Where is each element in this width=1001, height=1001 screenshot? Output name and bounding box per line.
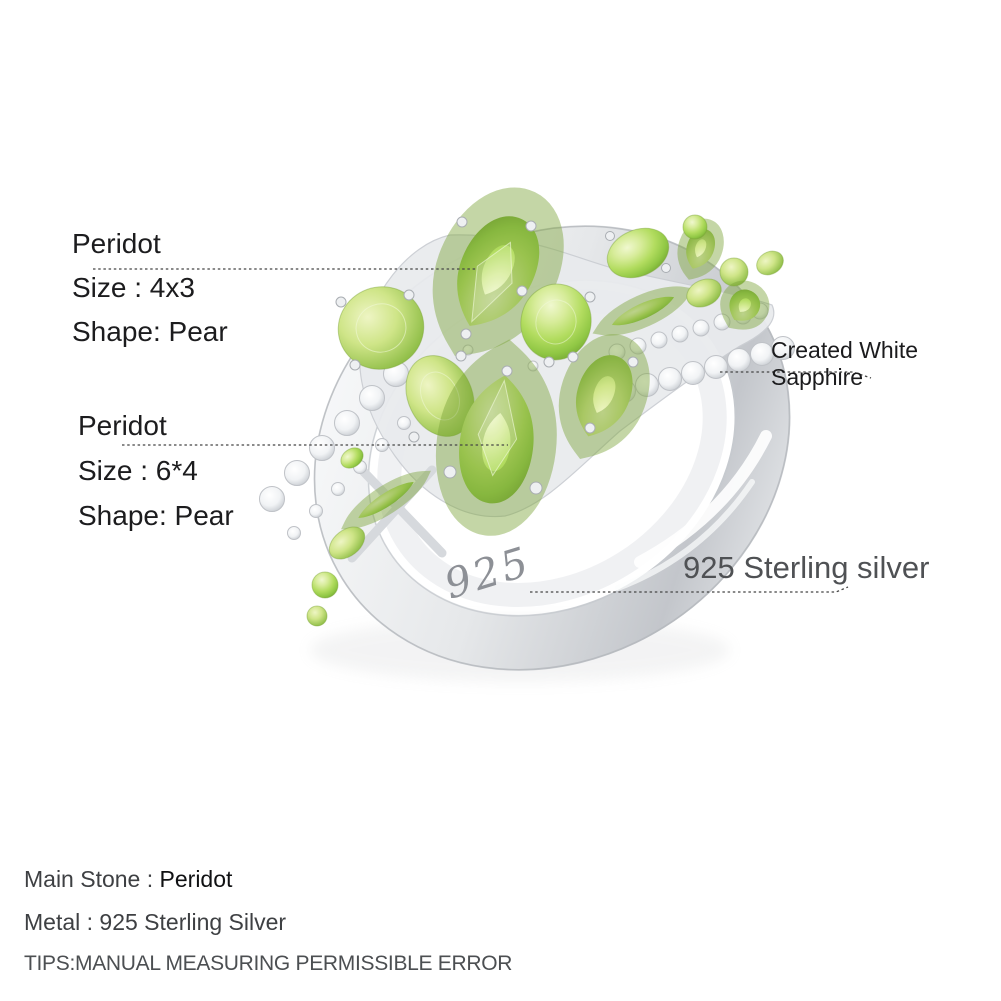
- label-stone2: Peridot Size : 6*4 Shape: Pear: [78, 403, 234, 538]
- footer-tips: TIPS:MANUAL MEASURING PERMISSIBLE ERROR: [24, 952, 513, 975]
- band-highlight: [615, 479, 755, 591]
- peridot-stone: [720, 280, 770, 330]
- stone1-name: Peridot: [72, 228, 161, 259]
- stone1-shape: Shape: Pear: [72, 316, 228, 347]
- peridot-cluster: [306, 187, 784, 627]
- stone2-name: Peridot: [78, 410, 167, 441]
- peridot-stone: [686, 278, 722, 308]
- white-sapphire-row-right-lower: [589, 336, 795, 409]
- footer-main-stone-value: Peridot: [159, 866, 233, 892]
- peridot-stone: [592, 286, 694, 336]
- footer-metal: Metal : 925 Sterling Silver: [24, 909, 287, 935]
- stone2-size: Size : 6*4: [78, 455, 198, 486]
- band-highlight: [634, 430, 772, 568]
- stone1-size: Size : 4x3: [72, 272, 195, 303]
- peridot-stone: [677, 218, 724, 280]
- peridot-stone: [682, 214, 708, 240]
- peridot-stone: [719, 257, 749, 287]
- peridot-stone: [328, 526, 366, 560]
- white-sapphire-pave: [259, 302, 795, 540]
- peridot-stone: [756, 250, 784, 276]
- peridot-stone: [306, 605, 328, 627]
- peridot-stone: [340, 447, 364, 469]
- label-created-white-sapphire: Created White Sapphire: [771, 337, 919, 390]
- peridot-stone: [337, 286, 425, 370]
- peridot-stone: [435, 371, 557, 536]
- peridot-stone: [405, 355, 475, 437]
- leader-line-white-sapphire: [720, 371, 872, 379]
- leader-lines: [93, 268, 872, 593]
- label-sterling-silver: 925 Sterling silver: [683, 550, 930, 585]
- footer-main-stone-label: Main Stone :: [24, 866, 160, 892]
- white-sapphire-accent: [462, 344, 474, 356]
- peridot-stone: [520, 283, 592, 361]
- white-sapphire-row-left-outer: [259, 361, 409, 512]
- label-stone1: Peridot Size : 4x3 Shape: Pear: [72, 222, 228, 354]
- peridot-stone: [558, 334, 650, 459]
- footer-main-stone: Main Stone : Peridot: [24, 866, 232, 893]
- stone2-shape: Shape: Pear: [78, 500, 234, 531]
- peridot-stone: [311, 571, 339, 599]
- white-sapphire-accent: [527, 360, 539, 372]
- prong-beads: [335, 216, 671, 495]
- cluster-struts: [347, 465, 447, 563]
- peridot-stone: [606, 227, 670, 279]
- peridot-stone: [432, 187, 564, 342]
- peridot-stone: [341, 470, 431, 530]
